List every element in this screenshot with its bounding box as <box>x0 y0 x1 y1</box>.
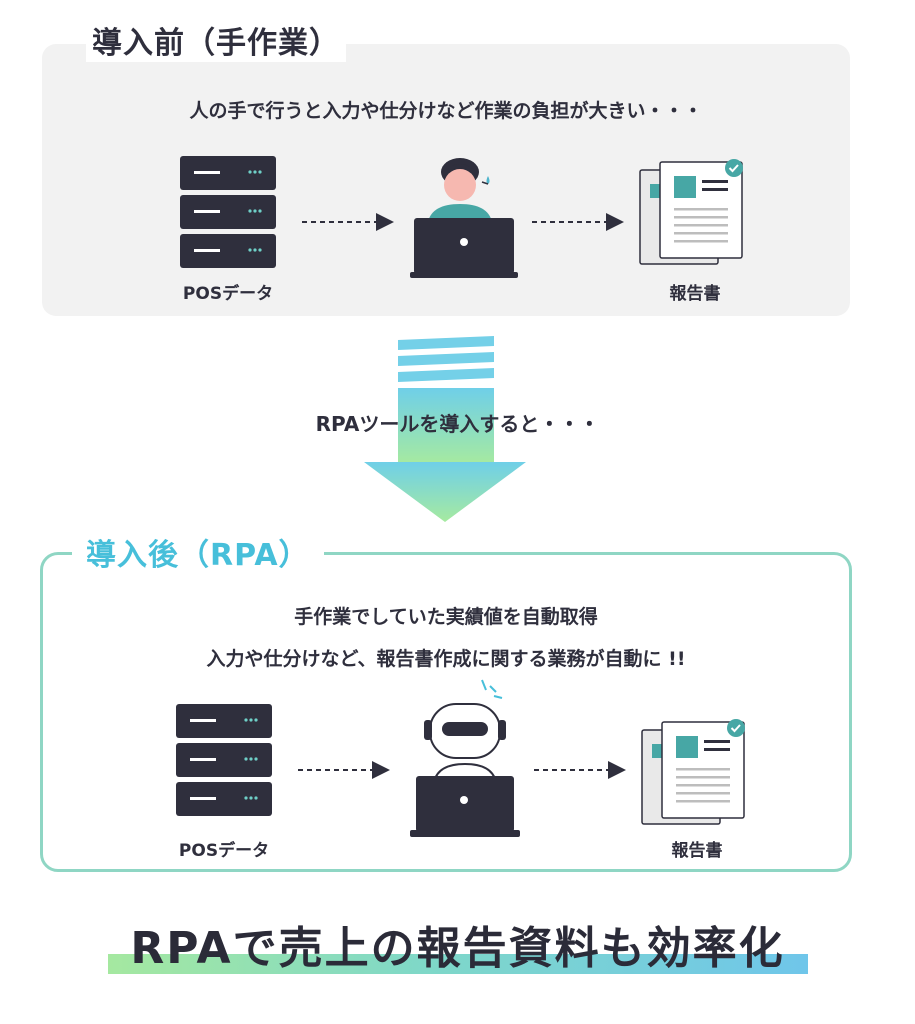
server-icon <box>180 156 276 268</box>
headline-underline <box>108 954 808 974</box>
dashed-arrow-icon <box>298 761 390 779</box>
report-document-icon <box>641 719 745 825</box>
after-description-line1: 手作業でしていた実績値を自動取得 <box>294 606 598 628</box>
after-description-line2: 入力や仕分けなど、報告書作成に関する業務が自動に !! <box>206 648 686 670</box>
before-description: 人の手で行うと入力や仕分けなど作業の負担が大きい・・・ <box>189 100 703 122</box>
report-document-icon <box>639 159 743 265</box>
report-label: 報告書 <box>669 284 721 304</box>
down-arrow-icon <box>364 336 526 522</box>
dashed-arrow-icon <box>532 213 624 231</box>
robot-at-laptop-icon <box>410 679 520 837</box>
dashed-arrow-icon <box>534 761 626 779</box>
before-title: 導入前（手作業） <box>86 18 346 62</box>
pos-data-label: POSデータ <box>182 284 274 304</box>
after-title: 導入後（RPA） <box>72 530 324 574</box>
dashed-arrow-icon <box>302 213 394 231</box>
server-icon <box>176 704 272 816</box>
person-at-laptop-icon <box>410 158 518 278</box>
pos-data-label: POSデータ <box>178 841 270 861</box>
report-label: 報告書 <box>671 841 723 861</box>
transition-text: RPAツールを導入すると・・・ <box>315 412 600 436</box>
headline: RPAで売上の報告資料も効率化 <box>130 923 785 974</box>
